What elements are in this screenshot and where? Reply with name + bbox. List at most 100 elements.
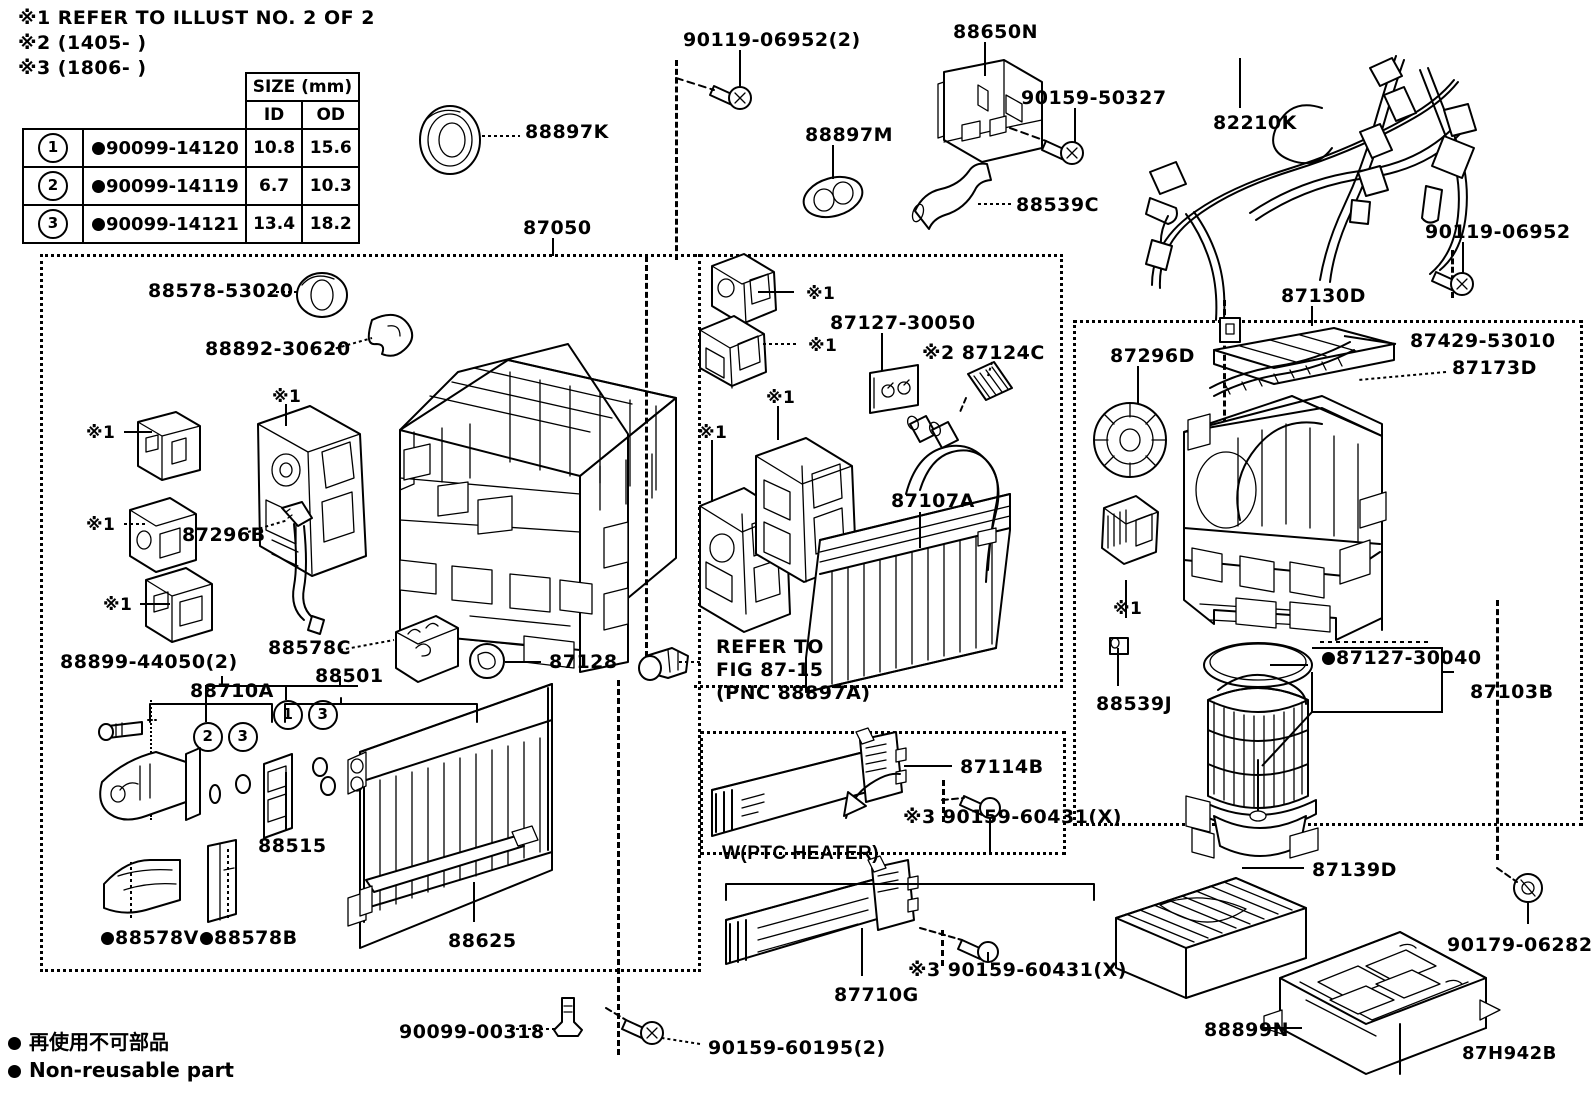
part-art-88650N bbox=[937, 59, 1043, 163]
part-label-text: 87173D bbox=[1452, 357, 1537, 379]
note-mark-2: ※2 (1405- ) bbox=[18, 32, 147, 54]
part-label-88578V: 88578V bbox=[101, 927, 199, 949]
heater-element-frame bbox=[700, 731, 1066, 855]
blower-assembly-frame bbox=[1073, 320, 1583, 826]
part-label-87127-30040: 87127-30040 bbox=[1322, 647, 1482, 669]
part-art-87103B-blower bbox=[1185, 673, 1319, 859]
size-part-no-2: 90099-14119 bbox=[106, 175, 239, 197]
note-illust-ref: ※1 REFER TO ILLUST NO. 2 OF 2 bbox=[18, 7, 375, 29]
part-label-text: 88578V bbox=[115, 927, 199, 949]
non-reusable-dot-icon bbox=[1322, 652, 1335, 665]
part-label-287124C: ※2 87124C bbox=[922, 342, 1045, 364]
size-od-1: 15.6 bbox=[301, 128, 361, 168]
part-label-90179-06282: 90179-06282 bbox=[1447, 934, 1592, 956]
part-art-87124C bbox=[959, 361, 1013, 413]
part-art-servo-upper-a bbox=[711, 253, 777, 325]
part-label-text: ※2 87124C bbox=[922, 342, 1045, 364]
part-label-text: 88897M bbox=[805, 124, 894, 146]
part-art-90159-50327 bbox=[1009, 127, 1084, 165]
star-marker-8: ※1 bbox=[1113, 599, 1143, 619]
part-label-text: 90179-06282 bbox=[1447, 934, 1592, 956]
part-label-text: 90159-50327 bbox=[1021, 87, 1167, 109]
refer-to-fig-note: REFER TO FIG 87-15 (PNC 88897A) bbox=[716, 636, 871, 706]
part-label-text: 90099-00318 bbox=[399, 1021, 545, 1043]
part-art-87173D bbox=[1209, 341, 1355, 397]
part-art-88578C bbox=[395, 615, 459, 683]
dash-guide-right bbox=[1496, 600, 1499, 860]
group-label-ptc-heater: W(PTC HEATER) bbox=[722, 843, 880, 864]
main-assembly-frame bbox=[40, 254, 701, 972]
part-art-88897A-thermistor bbox=[638, 647, 689, 681]
part-label-87130D: 87130D bbox=[1281, 285, 1366, 307]
circle-ref-3a: 3 bbox=[228, 722, 258, 752]
part-art-90119-06952-right bbox=[1431, 271, 1474, 296]
part-label-text: 87127-30050 bbox=[830, 312, 976, 334]
part-label-text: 88899-44050(2) bbox=[60, 651, 238, 673]
part-art-actuator-left-2 bbox=[129, 497, 197, 573]
legend-japanese: 再使用不可部品 bbox=[8, 1026, 169, 1055]
part-label-88515: 88515 bbox=[258, 835, 327, 857]
part-label-88897M: 88897M bbox=[805, 124, 894, 146]
part-art-87050-case bbox=[399, 343, 677, 673]
part-label-text: 88650N bbox=[953, 21, 1039, 43]
part-label-text: 87114B bbox=[960, 756, 1044, 778]
part-art-87710G bbox=[725, 855, 999, 965]
part-art-88625 bbox=[347, 683, 553, 949]
refer-line-3: (PNC 88897A) bbox=[716, 682, 871, 705]
part-art-87130D-case bbox=[1183, 395, 1387, 641]
star-marker-5: ※1 bbox=[808, 336, 838, 356]
part-art-88578V bbox=[103, 859, 181, 914]
part-label-text: 90159-60195(2) bbox=[708, 1037, 886, 1059]
part-label-87173D: 87173D bbox=[1452, 357, 1537, 379]
circle-index-1: 1 bbox=[38, 133, 68, 163]
part-art-88899N bbox=[1263, 931, 1501, 1075]
refer-line-1: REFER TO bbox=[716, 636, 824, 658]
part-label-82210K: 82210K bbox=[1213, 112, 1297, 134]
part-label-88578C: 88578C bbox=[268, 637, 352, 659]
part-label-text: ※3 90159-60431(X) bbox=[903, 806, 1122, 828]
size-part-no-3: 90099-14121 bbox=[106, 213, 239, 235]
part-art-87114B bbox=[711, 727, 1001, 837]
part-art-88892-30620 bbox=[367, 313, 414, 357]
part-art-88897M bbox=[802, 175, 864, 219]
size-part-no-1: 90099-14120 bbox=[106, 137, 239, 159]
part-label-text: 88539J bbox=[1096, 693, 1173, 715]
part-label-90119-06952: 90119-06952 bbox=[1425, 221, 1571, 243]
size-col-id: ID bbox=[244, 100, 304, 130]
size-id-3: 13.4 bbox=[244, 204, 304, 244]
size-id-2: 6.7 bbox=[244, 166, 304, 206]
part-label-text: 87050 bbox=[523, 217, 592, 239]
circle-ref-num: 3 bbox=[308, 700, 338, 730]
non-reusable-dot-icon bbox=[92, 217, 105, 231]
part-label-text: 88897K bbox=[525, 121, 609, 143]
part-label-88899N: 88899N bbox=[1204, 1019, 1289, 1041]
part-label-87128: 87128 bbox=[549, 651, 618, 673]
dash-guide-center-upper bbox=[645, 256, 648, 666]
part-label-text: 88625 bbox=[448, 930, 517, 952]
non-reusable-dot-icon bbox=[101, 932, 114, 945]
dash-guide-screw-b bbox=[941, 930, 944, 966]
refer-line-2: FIG 87-15 bbox=[716, 659, 824, 682]
part-label-390159-60431X: ※3 90159-60431(X) bbox=[908, 959, 1127, 981]
part-label-text: 87130D bbox=[1281, 285, 1366, 307]
part-label-88710A: 88710A bbox=[190, 680, 274, 702]
part-label-text: 88515 bbox=[258, 835, 327, 857]
part-label-text: 87429-53010 bbox=[1410, 330, 1556, 352]
part-label-88897K: 88897K bbox=[525, 121, 609, 143]
part-label-87050: 87050 bbox=[523, 217, 592, 239]
part-art-87296D bbox=[1093, 402, 1167, 478]
part-art-87296B bbox=[281, 501, 325, 635]
table-row: 1 90099-14120 10.8 15.6 bbox=[22, 128, 361, 168]
non-reusable-dot-icon bbox=[8, 1065, 21, 1078]
part-label-text: 87296D bbox=[1110, 345, 1195, 367]
dash-guide-top-left bbox=[675, 60, 678, 260]
size-table: SIZE (mm) ID OD 1 90099-14120 10.8 15.6 … bbox=[22, 72, 361, 244]
part-label-text: 88578C bbox=[268, 637, 352, 659]
legend-japanese-text: 再使用不可部品 bbox=[28, 1030, 169, 1054]
non-reusable-dot-icon bbox=[92, 141, 105, 155]
dash-guide-screw-a bbox=[942, 780, 945, 822]
part-label-88578-53020: 88578-53020 bbox=[148, 280, 294, 302]
size-col-od: OD bbox=[301, 100, 361, 130]
part-art-servo-upper-b bbox=[699, 315, 767, 389]
